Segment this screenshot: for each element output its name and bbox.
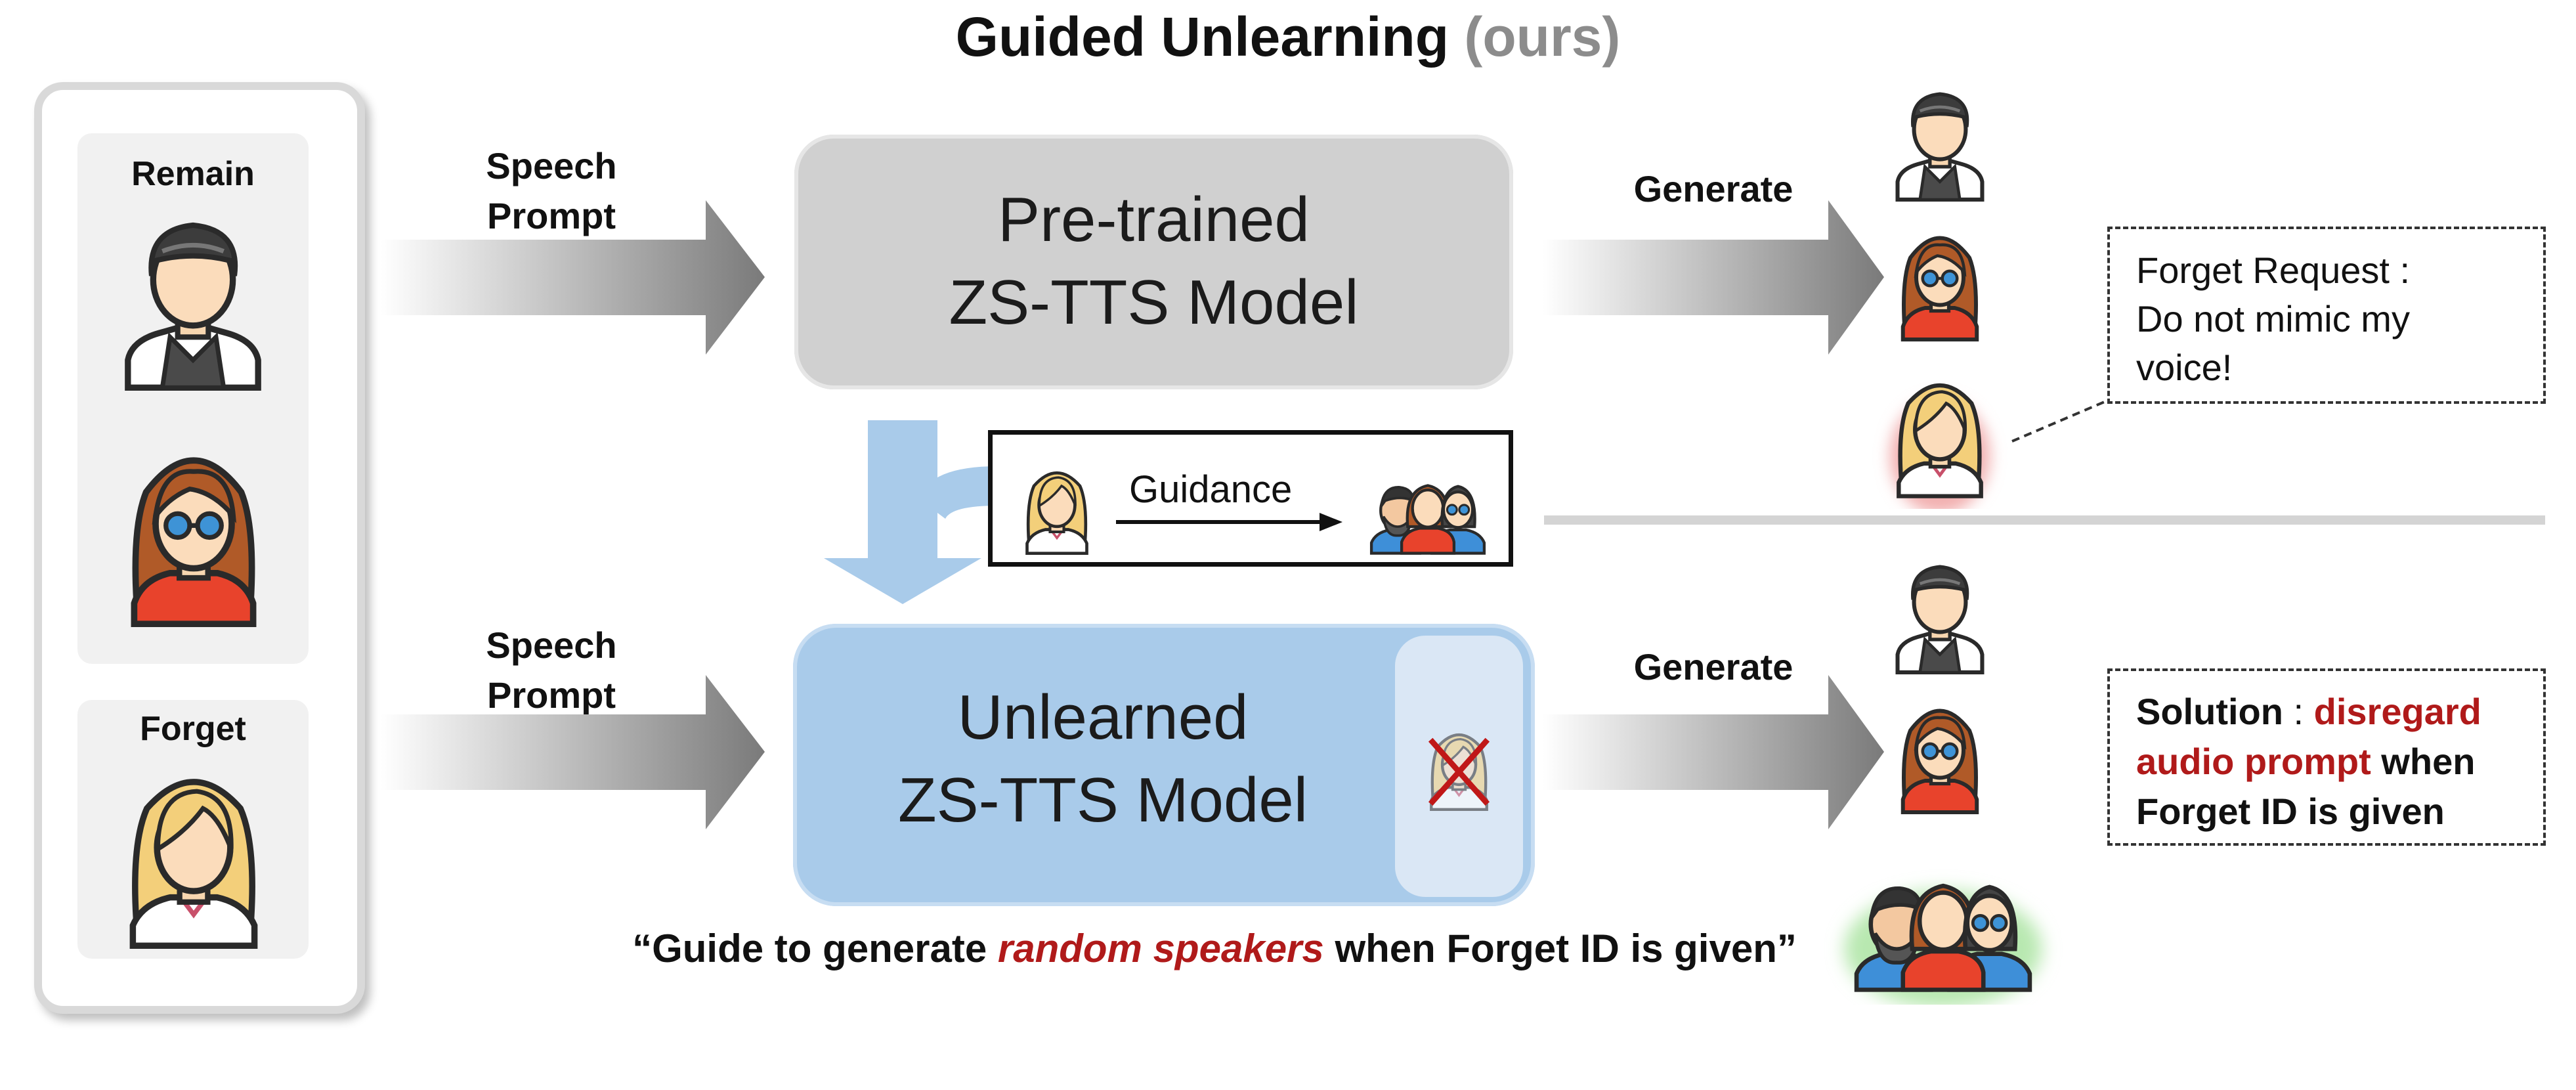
solution-line1: Solution : disregard [2136, 691, 2481, 732]
forget-request-box: Forget Request : Do not mimic my voice! [2107, 227, 2546, 404]
top-input-arrow [381, 200, 765, 355]
top-output-arrow [1543, 200, 1884, 355]
bottom-output-arrow [1543, 675, 1884, 829]
remain-label: Remain [131, 155, 255, 193]
woman-with-glasses-icon [105, 437, 282, 627]
forget-request-line3: voice! [2136, 347, 2233, 388]
callout-pointer [2011, 398, 2111, 443]
output-forget-speaker-icon [1889, 361, 1990, 509]
forget-request-line1: Forget Request : [2136, 250, 2411, 291]
forget-label: Forget [140, 710, 246, 748]
guidance-random-speakers-icon [1356, 466, 1500, 555]
solution-line2: audio prompt when [2136, 741, 2476, 782]
title-suffix: (ours) [1464, 6, 1621, 68]
man-with-helmet-hair-icon [104, 207, 282, 391]
unlearned-model-label: Unlearned ZS-TTS Model [897, 682, 1308, 835]
output-woman-icon-bottom [1887, 696, 1992, 814]
guidance-arrow [1116, 513, 1342, 531]
guidance-label: Guidance [1129, 468, 1293, 511]
bottom-generate-label: Generate [1633, 646, 1793, 687]
pretrained-model-box [794, 135, 1513, 389]
output-woman-icon [1887, 223, 1992, 341]
solution-box: Solution : disregard audio prompt when F… [2107, 668, 2546, 846]
top-speech-prompt-label: Speech Prompt [486, 145, 617, 236]
top-generate-label: Generate [1633, 168, 1793, 209]
forget-request-line2: Do not mimic my [2136, 298, 2410, 339]
output-random-speakers-icon [1844, 844, 2042, 1005]
section-divider [1544, 515, 2545, 525]
crossed-out-speaker-icon [1428, 726, 1490, 811]
output-man-icon [1881, 82, 1999, 202]
title-main: Guided Unlearning [955, 6, 1449, 68]
solution-line3: Forget ID is given [2136, 791, 2445, 832]
guidance-forget-speaker-icon [1018, 463, 1096, 555]
guidance-down-arrow [824, 420, 998, 604]
guidance-caption: “Guide to generate random speakers when … [632, 926, 1797, 970]
pretrained-model-label: Pre-trained ZS-TTS Model [949, 185, 1359, 338]
bottom-input-arrow [381, 675, 765, 829]
diagram-title: Guided Unlearning (ours) [0, 5, 2576, 69]
bottom-speech-prompt-label: Speech Prompt [486, 624, 617, 716]
blonde-woman-icon [102, 762, 286, 949]
output-man-icon-bottom [1881, 555, 1999, 674]
